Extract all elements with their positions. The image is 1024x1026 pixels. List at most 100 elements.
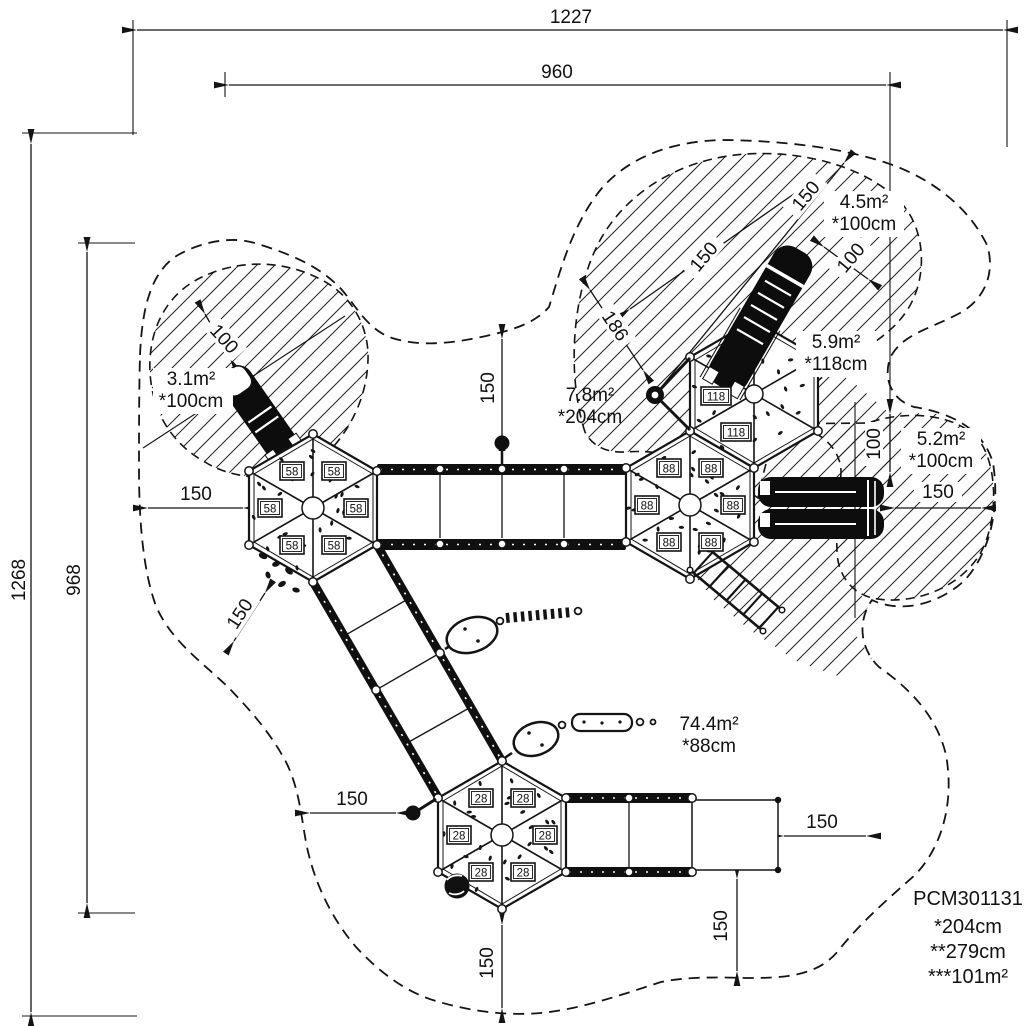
panel-label: 88 [720, 495, 746, 515]
climb-hold-dot [295, 565, 299, 571]
platform-hub [301, 496, 325, 520]
panel-label: 118 [720, 422, 752, 442]
climb-hold-dot [691, 450, 697, 455]
climb-hold-dot [696, 418, 702, 423]
svg-text:28: 28 [475, 868, 488, 880]
corner-joint [244, 540, 254, 550]
deck-end-bolt [774, 796, 782, 804]
svg-text:28: 28 [517, 868, 530, 880]
rope-ring [649, 718, 657, 726]
climb-hold-dot [251, 514, 256, 520]
climb-hold-dot [279, 457, 284, 462]
pole-ball [494, 435, 510, 451]
dim-text-bottomright-150h: 150 [806, 812, 838, 833]
climb-hold-dot [625, 506, 631, 510]
svg-text:*100cm: *100cm [159, 391, 223, 412]
climb-hold-dot [453, 800, 457, 806]
slide-body [708, 245, 813, 392]
climb-hold-dot [488, 855, 492, 861]
climb-hold-dot [752, 414, 757, 420]
svg-text:88: 88 [663, 538, 676, 550]
climb-hold-dot [474, 886, 479, 892]
corner-joint [561, 867, 571, 877]
slide-cap-gap [765, 264, 805, 289]
svg-text:*118cm: *118cm [804, 354, 867, 375]
climb-hold-dot [780, 404, 785, 410]
panel-label: 58 [343, 498, 369, 518]
panel-label: 58 [321, 461, 347, 481]
panel-label: 28 [532, 825, 558, 845]
slide-slit [764, 279, 792, 297]
balance-pod [512, 720, 560, 758]
title-block: PCM301131 *204cm **279cm ***101m² [913, 888, 1023, 988]
bridge-joint [624, 793, 634, 803]
climb-hold-dot [719, 491, 725, 496]
strut-ball-ring [651, 391, 659, 399]
bridge-joint [687, 793, 697, 803]
lower-bridge [566, 793, 782, 877]
panel-label: 58 [321, 535, 347, 555]
climb-hold-dot [692, 527, 698, 532]
climb-hold-dot [509, 778, 514, 784]
corner-joint [308, 577, 318, 587]
slide-entry-post [701, 365, 720, 385]
slide-entry-notch [760, 481, 770, 495]
balance-pod [445, 615, 499, 655]
handle-ball [405, 805, 421, 821]
svg-text:*88cm: *88cm [682, 736, 736, 757]
climb-hold-dot [704, 479, 710, 484]
svg-text:58: 58 [328, 467, 341, 479]
bridge-step [375, 652, 441, 691]
dim-text-top-150: 150 [478, 372, 499, 404]
panel-label: 28 [510, 862, 536, 882]
bridge-joint [559, 539, 569, 549]
svg-text:58: 58 [286, 467, 299, 479]
balance-elements [444, 606, 657, 761]
panel-labels: 58 58 58 58 58 58 88 88 88 88 88 88 28 2… [257, 386, 752, 882]
panel-label: 28 [468, 788, 494, 808]
rope-ring [635, 717, 645, 727]
slide-slit [736, 328, 764, 346]
pod-bolt [463, 627, 467, 631]
climb-hold-dot [334, 493, 338, 499]
dim-text-inner-height: 968 [64, 564, 85, 596]
climb-hold-dot [765, 411, 770, 417]
rock-holds [258, 552, 300, 593]
svg-text:*204cm: *204cm [558, 407, 622, 428]
corner-joint [749, 463, 759, 473]
svg-text:150: 150 [711, 910, 732, 942]
outer-safety-boundary [138, 139, 997, 1015]
svg-text:28: 28 [475, 794, 488, 806]
corner-joint [497, 904, 507, 914]
climb-hold-dot [504, 876, 510, 881]
note-total-area: ***101m² [928, 966, 1008, 988]
climb-hold-dot [706, 354, 712, 358]
climb-hold-dot [551, 819, 556, 825]
svg-text:28: 28 [539, 831, 552, 843]
climb-hold-dot [536, 793, 541, 798]
pod-bolt [540, 743, 544, 747]
svg-text:*100cm: *100cm [909, 451, 973, 472]
rope-ring [495, 616, 505, 626]
climb-hold-dot [282, 532, 288, 536]
corner-joint [621, 463, 631, 473]
climb-hold-dot [504, 801, 510, 806]
svg-text:88: 88 [705, 464, 718, 476]
climb-hold-dot [310, 449, 316, 453]
panel-label: 88 [634, 495, 660, 515]
plank-bolt [618, 720, 622, 724]
bridge-joint [371, 685, 381, 695]
climb-hold-dot [691, 466, 696, 472]
rope-ring [573, 606, 583, 616]
svg-text:150: 150 [922, 482, 954, 503]
climb-hold-dot [318, 527, 322, 533]
dim-text-outer-width: 1227 [550, 7, 592, 28]
svg-text:58: 58 [286, 541, 299, 553]
rope-ring [557, 720, 567, 730]
deck-end-bolt [774, 866, 782, 874]
svg-text:4.5m²: 4.5m² [840, 192, 889, 213]
corner-joint [372, 466, 382, 476]
bridge-joint [497, 539, 507, 549]
climb-hold-dot [776, 369, 781, 375]
